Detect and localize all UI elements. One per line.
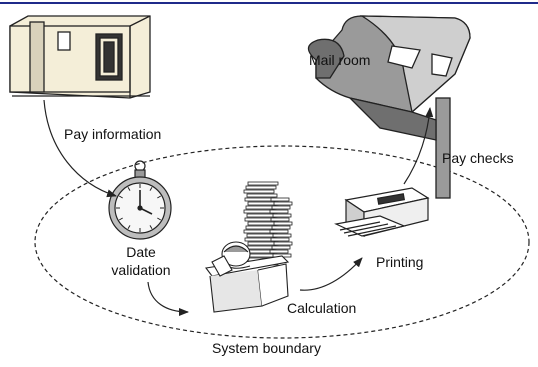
pay-checks-label: Pay checks <box>442 150 514 166</box>
pocket-watch-icon <box>108 160 172 240</box>
pay-checks-flow <box>403 107 434 185</box>
mail-room-label: Mail room <box>309 52 371 68</box>
clerk-with-paper-stacks-icon <box>205 181 293 313</box>
system-boundary-ellipse <box>34 145 530 339</box>
date-label: Date <box>126 244 156 260</box>
pay-information-flow <box>43 99 117 198</box>
mailbox-icon <box>307 15 471 199</box>
pay-information-label: Pay information <box>64 126 162 142</box>
building-icon <box>9 15 151 99</box>
calculation-label: Calculation <box>287 300 357 316</box>
validation-to-calculation-flow <box>147 281 189 316</box>
calculation-to-printing-flow <box>299 257 363 291</box>
validation-label: validation <box>111 262 171 278</box>
printer-icon <box>334 187 430 238</box>
printing-label: Printing <box>376 254 424 270</box>
system-boundary-label: System boundary <box>212 340 321 356</box>
